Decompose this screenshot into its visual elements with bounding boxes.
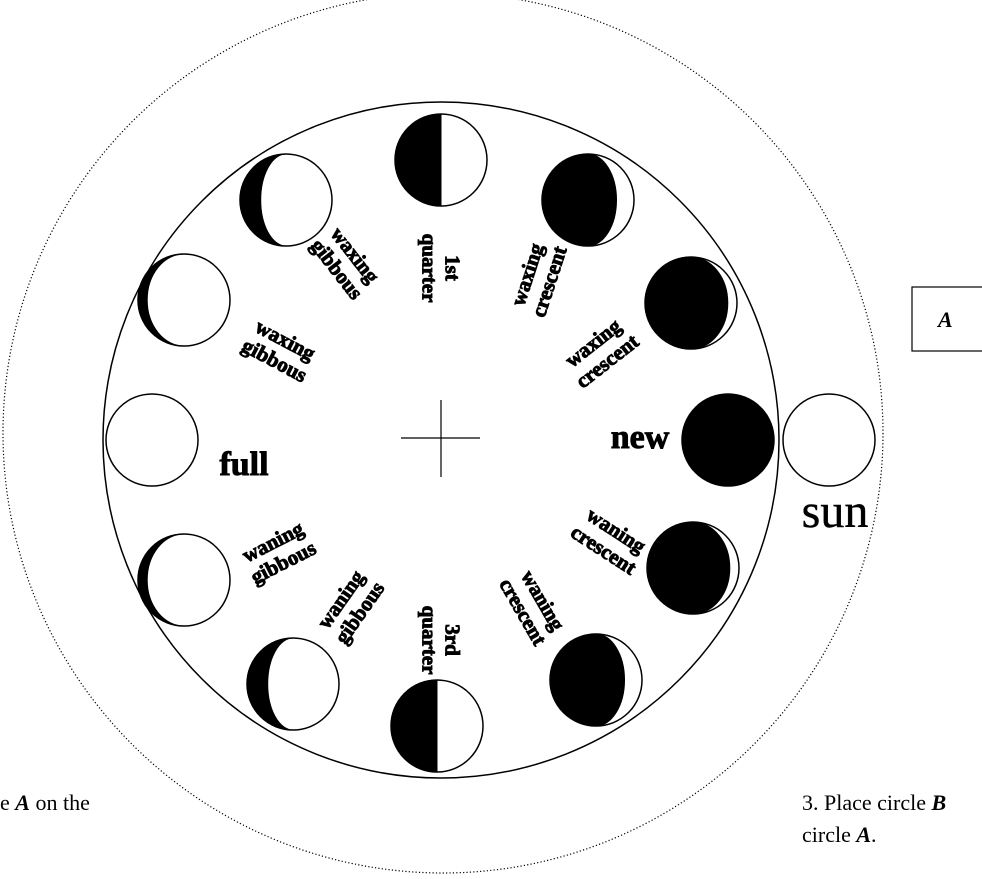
moon-waxg2 bbox=[138, 254, 230, 346]
label-waxc1: waxingcrescent bbox=[557, 311, 644, 393]
circle-a-tag-label: A bbox=[936, 307, 953, 332]
label-new: new bbox=[611, 419, 670, 456]
moon-wang1 bbox=[138, 534, 230, 626]
label-wang1: waninggibbous bbox=[236, 515, 320, 589]
sun-circle bbox=[783, 394, 875, 486]
label-waxg2: waxinggibbous bbox=[238, 313, 322, 387]
moon-wanc1 bbox=[550, 634, 642, 726]
label-q3: 3rdquarter bbox=[418, 606, 465, 675]
moon-waxg1 bbox=[240, 154, 332, 246]
sun-label: sun bbox=[802, 485, 869, 538]
moon-q1 bbox=[395, 114, 487, 206]
moon-q3 bbox=[391, 680, 483, 772]
moon-waxc1 bbox=[645, 257, 737, 349]
label-wanc2: waningcrescent bbox=[567, 500, 654, 579]
moon-full bbox=[106, 394, 198, 486]
label-full: full bbox=[219, 446, 268, 483]
instruction-left: e A on the bbox=[0, 790, 90, 815]
label-waxc2: waxingcrescent bbox=[504, 236, 571, 320]
instruction-right-line2: circle A. bbox=[802, 822, 877, 847]
center-crosshair-icon bbox=[401, 400, 480, 477]
moon-wanc2 bbox=[647, 522, 739, 614]
moon-waxc2 bbox=[542, 154, 634, 246]
label-wang2: waninggibbous bbox=[311, 564, 390, 648]
moon-new bbox=[682, 394, 774, 486]
label-q1: 1stquarter bbox=[418, 234, 465, 303]
instruction-right-line1: 3. Place circle B bbox=[802, 790, 946, 815]
label-wanc1: waningcrescent bbox=[494, 563, 571, 650]
moon-wang2 bbox=[247, 638, 339, 730]
